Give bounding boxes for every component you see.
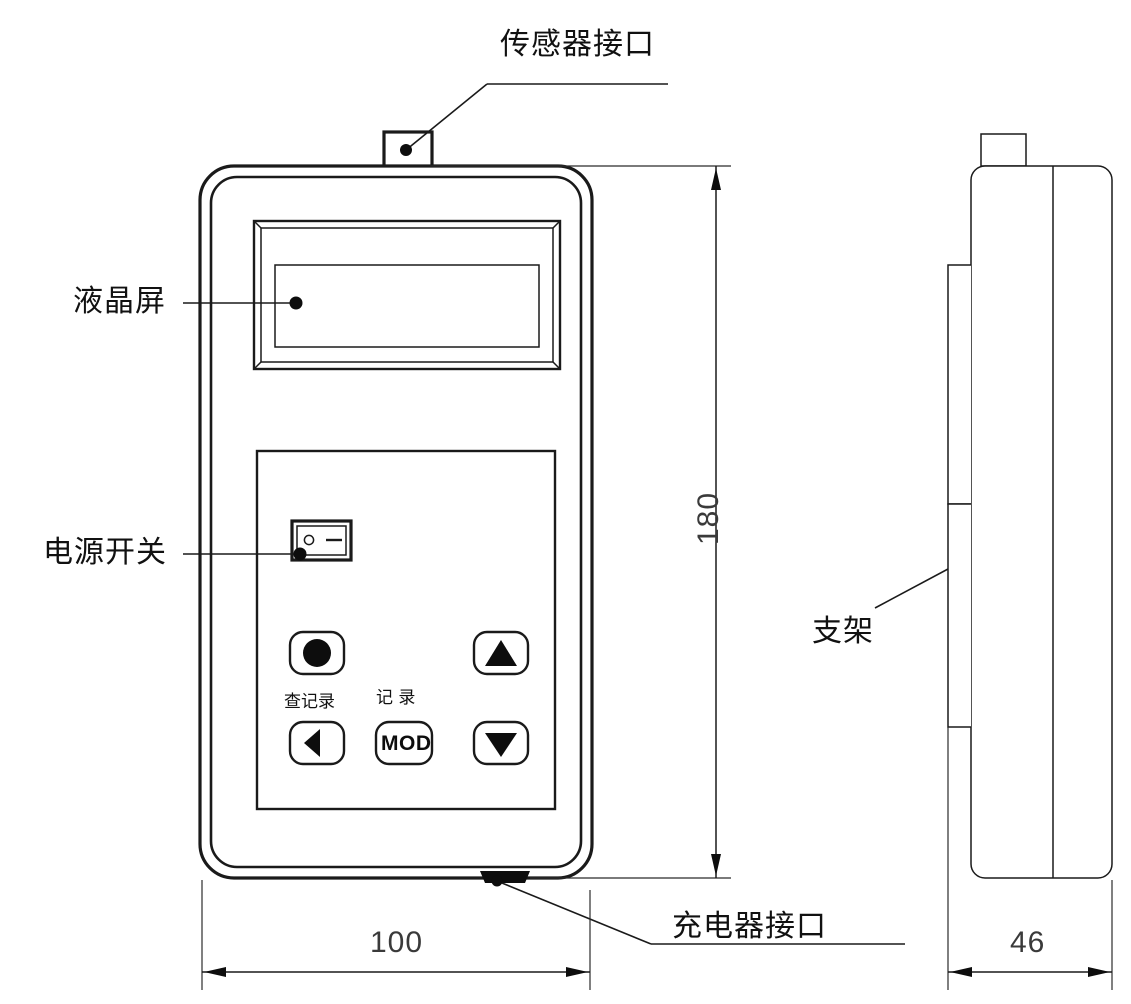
button-mod[interactable] <box>374 720 434 766</box>
left-arrow-glyph-icon <box>304 729 320 757</box>
charger-port-block <box>480 871 530 883</box>
stand-bracket-lower <box>947 503 971 728</box>
dimension-value-width: 100 <box>370 926 424 959</box>
callout-label-power-switch: 电源开关 <box>43 535 167 570</box>
arrowhead-depth-left <box>950 967 972 977</box>
lcd-bevel-bl <box>253 361 262 370</box>
up-arrow-glyph-icon <box>485 640 517 666</box>
lcd-bevel-br <box>552 361 561 370</box>
leader-charger-port <box>496 880 652 945</box>
leader-dot-sensor-port <box>400 144 412 156</box>
power-switch-off-circle <box>303 534 315 546</box>
lcd-bevel-tl <box>253 220 262 229</box>
arrowhead-depth-right <box>1088 967 1110 977</box>
dimension-value-height: 180 <box>692 491 725 545</box>
keypad-group-label-record: 记 录 <box>376 688 416 708</box>
down-arrow-glyph-icon <box>485 733 517 757</box>
arrowhead-width-right <box>566 967 588 977</box>
lcd-bevel-tr <box>552 220 561 229</box>
keypad-group-label-view-records: 查记录 <box>284 692 335 712</box>
leader-sensor-port <box>405 83 488 151</box>
arrowhead-height-top <box>711 168 721 190</box>
lcd-glass <box>274 264 540 348</box>
leader-dot-power-switch <box>293 547 307 561</box>
callout-label-lcd-screen: 液晶屏 <box>73 284 166 319</box>
side-sensor-port-nub <box>980 133 1027 167</box>
leader-dot-lcd <box>289 296 303 310</box>
keypad-buttons[interactable] <box>288 630 530 766</box>
stand-bracket <box>947 264 971 505</box>
front-view <box>198 130 594 883</box>
record-dot-glyph-icon <box>303 639 331 667</box>
button-mod-label: MOD <box>381 732 432 755</box>
dimension-value-depth: 46 <box>1010 926 1046 959</box>
dimension-depth-46 <box>947 727 1113 990</box>
callout-label-charger-port: 充电器接口 <box>672 909 827 944</box>
arrowhead-width-left <box>204 967 226 977</box>
arrowhead-height-bottom <box>711 854 721 876</box>
leader-dot-charger-port <box>491 875 503 887</box>
dimension-height-180 <box>430 165 731 879</box>
callout-label-sensor-port: 传感器接口 <box>500 27 655 62</box>
side-view <box>947 133 1113 879</box>
dimension-width-100 <box>201 880 591 990</box>
side-case-body <box>970 165 1113 879</box>
callout-label-stand: 支架 <box>812 614 874 649</box>
